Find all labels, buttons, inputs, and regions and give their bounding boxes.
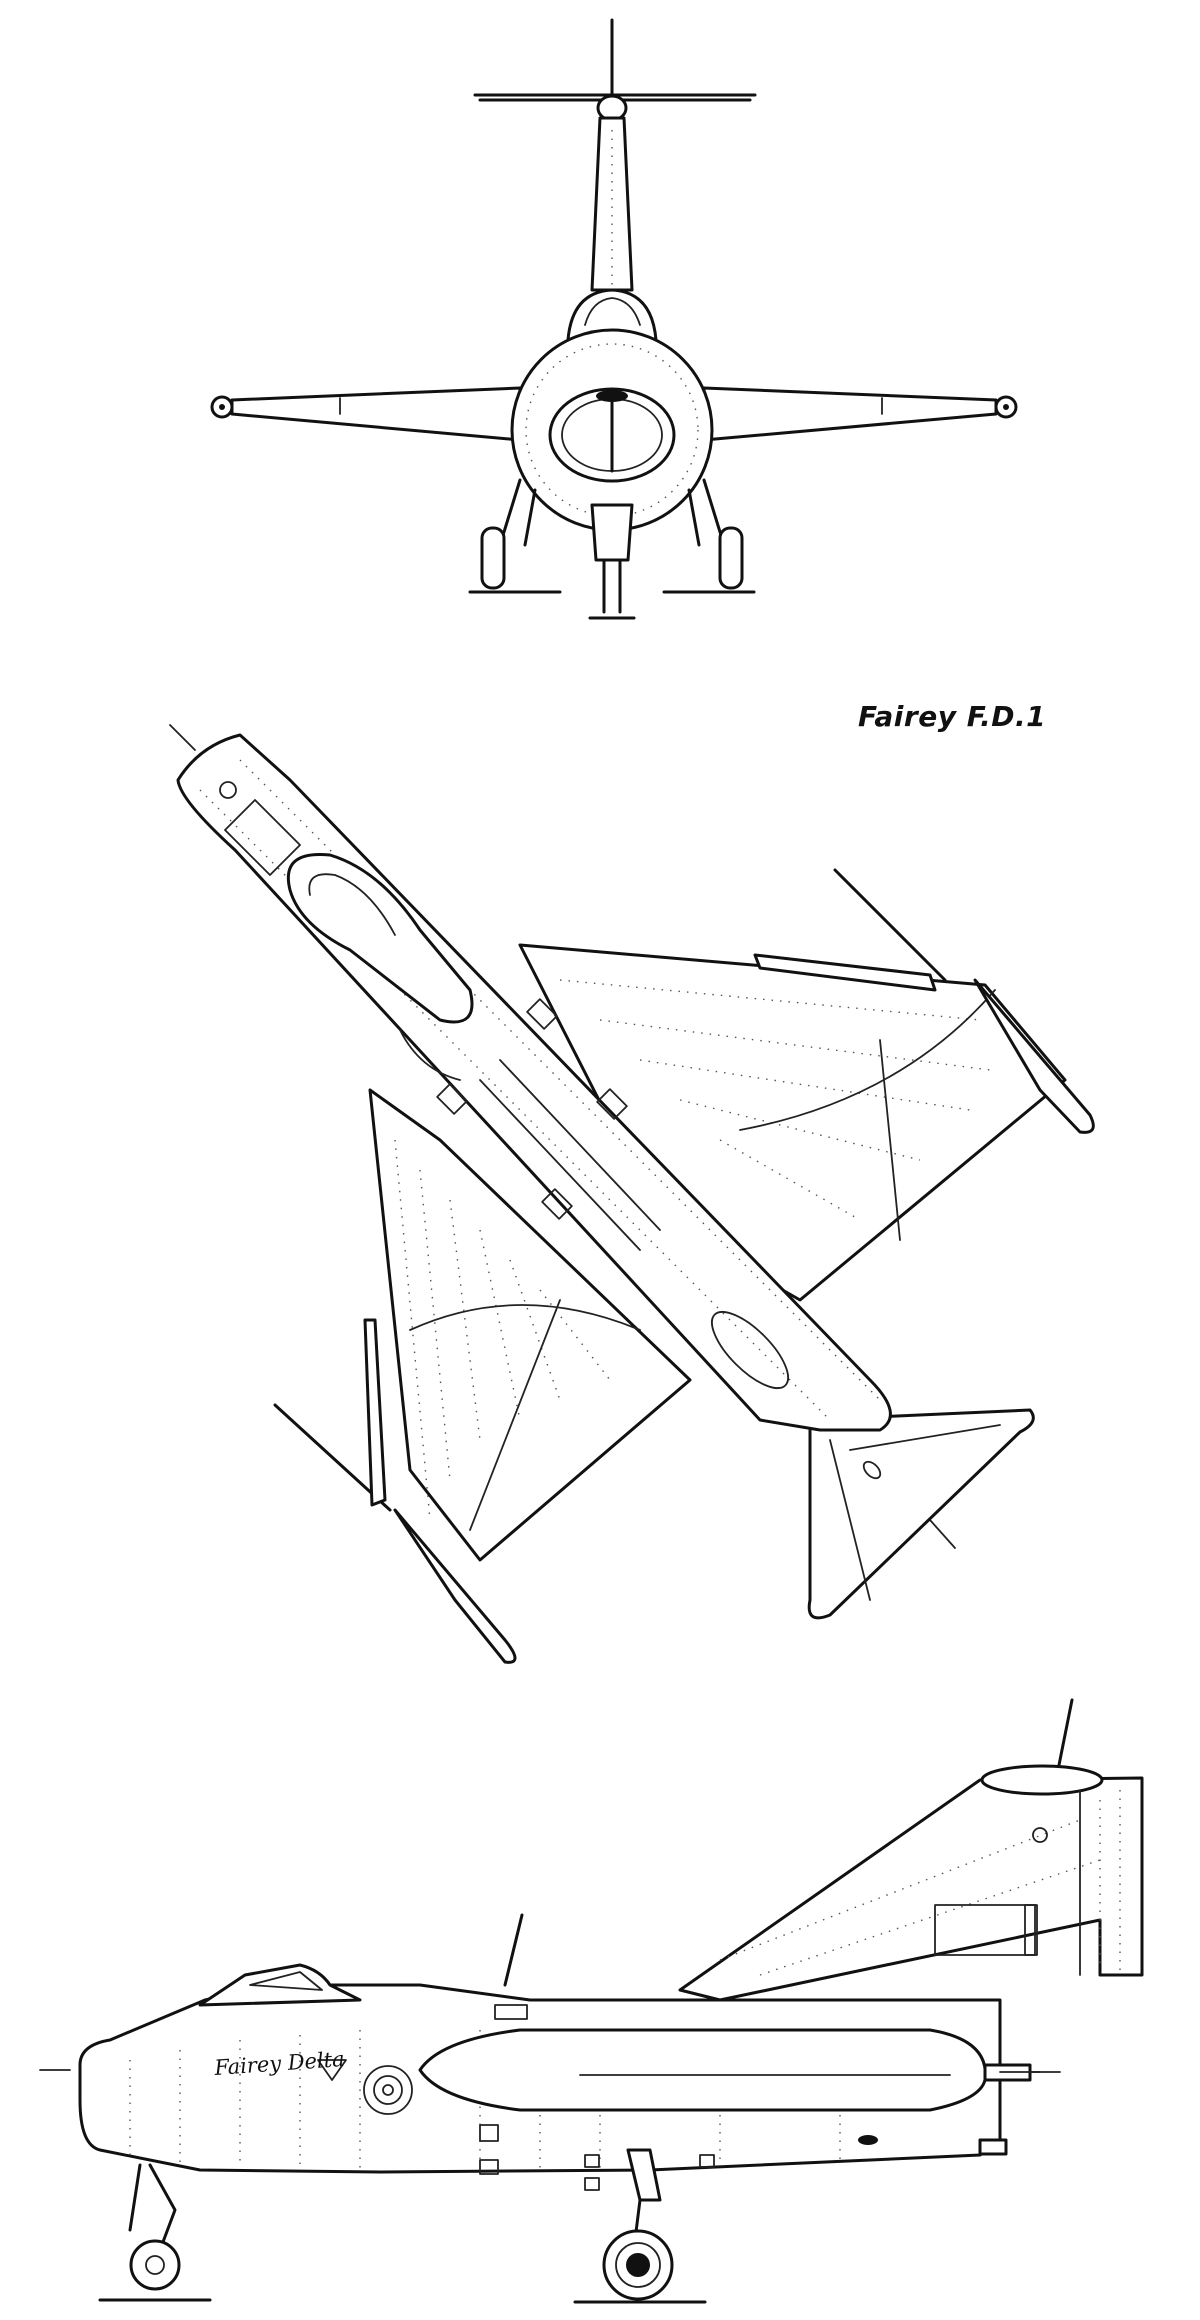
- main-wheel-left: [480, 526, 506, 590]
- main-gear-struts: [498, 478, 726, 547]
- wing-right-front: [702, 386, 998, 442]
- main-wheel-right: [718, 526, 744, 590]
- fin-front: [590, 116, 634, 292]
- tip-probe-starboard: [833, 868, 947, 982]
- wing-left-front: [230, 386, 522, 442]
- wingtip-pod-port: [393, 1508, 517, 1664]
- canopy-side: [198, 1963, 362, 2007]
- fin-plan: [807, 1408, 1035, 1620]
- canopy-front: [566, 288, 658, 342]
- roundel: [363, 2065, 413, 2115]
- wing-port-plan: [368, 1088, 692, 1562]
- airbrake-panel: [934, 1904, 1036, 1956]
- tailplane-side: [980, 1764, 1104, 1796]
- dorsal-aerial: [503, 1913, 524, 1987]
- nose-gear-side: [128, 2163, 177, 2252]
- nose-gear-leg: [602, 558, 622, 614]
- front-view: [210, 18, 1018, 620]
- drawing-title: Fairey F.D.1: [858, 700, 1047, 733]
- intake-trunk-side: [418, 2028, 987, 2112]
- main-gear-door: [626, 2148, 662, 2202]
- wingtip-pod-starboard: [973, 978, 1095, 1134]
- canopy-plan: [287, 852, 474, 1024]
- fin-pitot-side: [1056, 1698, 1074, 1772]
- fin-side: [678, 1776, 1144, 2002]
- fin-hub: [596, 94, 628, 122]
- nose-wheel-side: [129, 2239, 181, 2291]
- delta-insignia: [317, 2059, 347, 2081]
- plan-view: [169, 724, 1095, 1664]
- side-view: Fairey Delta: [39, 1698, 1144, 2304]
- nose-gear-door: [590, 503, 634, 562]
